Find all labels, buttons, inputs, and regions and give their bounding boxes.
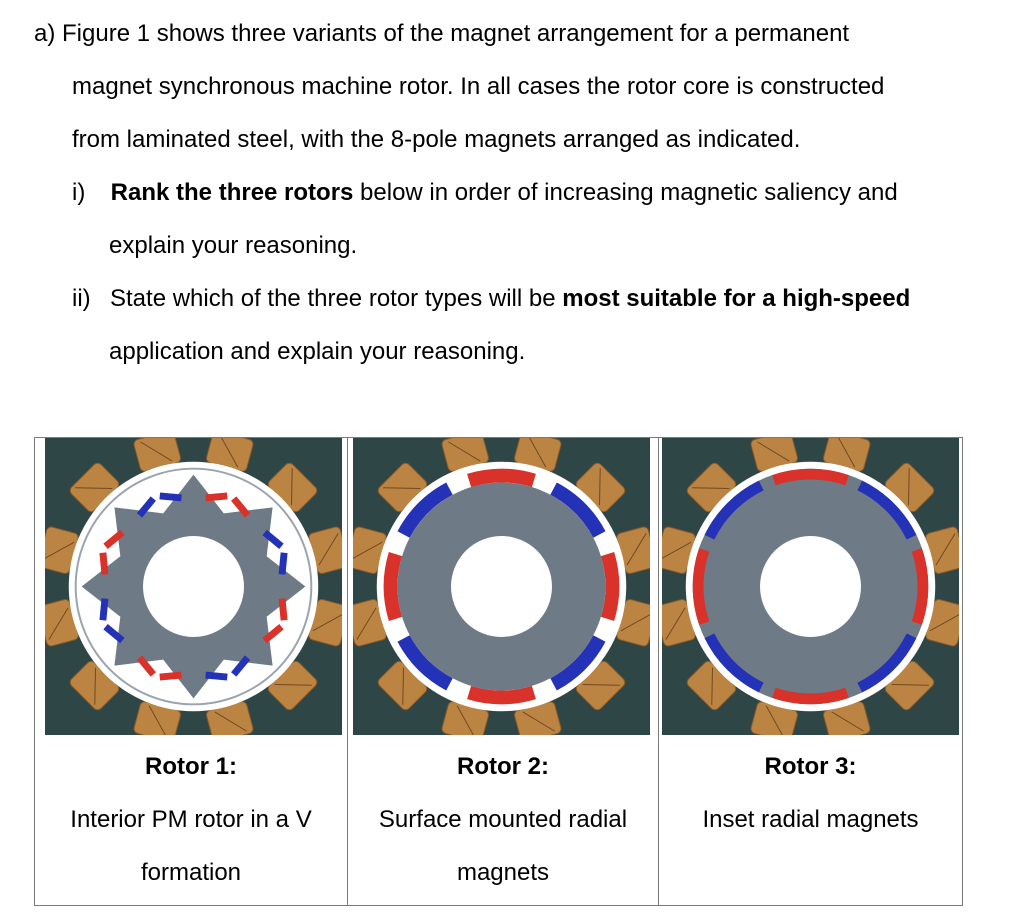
surface-magnet — [467, 468, 536, 488]
rotor-cell-2: Rotor 2: Surface mounted radial magnets — [347, 438, 658, 905]
item-ii-marker: ii) — [72, 285, 91, 312]
surface-magnet — [467, 685, 536, 705]
question-intro-line-3: from laminated steel, with the 8-pole ma… — [72, 126, 801, 153]
rotor-2-diagram — [353, 438, 650, 735]
shaft-bore — [451, 536, 552, 637]
v-magnet-pair — [205, 492, 251, 518]
surface-magnet — [550, 635, 606, 691]
v-magnet-pair — [262, 598, 288, 644]
inset-magnet — [772, 687, 849, 705]
item-i-bold: Rank the three rotors — [110, 179, 354, 206]
item-ii-bold: most suitable for a high-speed — [562, 285, 911, 312]
stator-winding — [353, 599, 387, 647]
inset-magnet — [704, 633, 764, 693]
shaft-bore — [760, 536, 861, 637]
v-magnet-pair — [99, 529, 125, 575]
question-item-i: i) Rank the three rotors below in order … — [72, 178, 898, 208]
question-intro-line-2: magnet synchronous machine rotor. In all… — [72, 73, 885, 100]
question-intro-line-1: a) Figure 1 shows three variants of the … — [34, 20, 850, 47]
rotor-1-desc-line-1: Interior PM rotor in a V — [70, 806, 312, 833]
rotor-2-title: Rotor 2: — [457, 753, 549, 780]
v-magnet-pair — [99, 598, 125, 644]
surface-magnet — [397, 635, 453, 691]
rotor-cell-1: Rotor 1: Interior PM rotor in a V format… — [35, 438, 347, 905]
item-i-line-2: explain your reasoning. — [109, 232, 358, 259]
rotor-1-desc-line-2: formation — [140, 859, 242, 886]
surface-magnet — [397, 482, 453, 538]
rotor-outline — [74, 467, 313, 706]
item-ii-pre: State which of the three rotor types wil… — [110, 285, 563, 312]
shaft-bore — [143, 536, 244, 637]
surface-magnet — [550, 482, 606, 538]
question-item-ii: ii) State which of the three rotor types… — [72, 284, 910, 314]
stator-winding — [750, 438, 798, 472]
v-magnet-pair — [205, 655, 251, 681]
item-ii-line-2: application and explain your reasoning. — [109, 338, 526, 365]
surface-magnet — [383, 552, 403, 621]
stator-winding — [925, 599, 959, 647]
stator-winding — [616, 599, 650, 647]
rotor-1-diagram — [45, 438, 342, 735]
item-i-marker: i) — [72, 179, 86, 206]
rotor-cell-3: Rotor 3: Inset radial magnets — [658, 438, 962, 905]
rotor-3-diagram — [662, 438, 959, 735]
rotor-2-desc-line-2: magnets — [456, 859, 550, 886]
item-i-rest: below in order of increasing magnetic sa… — [353, 179, 898, 206]
inset-magnet — [857, 633, 917, 693]
surface-magnet — [600, 552, 620, 621]
rotor-1-title: Rotor 1: — [145, 753, 237, 780]
rotor-3-title: Rotor 3: — [764, 753, 857, 780]
v-magnet-pair — [136, 492, 182, 518]
inset-magnet — [692, 548, 710, 625]
rotor-2-desc-line-1: Surface mounted radial — [378, 806, 628, 833]
v-magnet-pair — [136, 655, 182, 681]
inset-magnet — [704, 480, 764, 540]
figure-table: Rotor 1: Interior PM rotor in a V format… — [34, 437, 963, 906]
inset-magnet — [911, 548, 929, 625]
inset-magnet — [772, 468, 849, 486]
v-magnet-pair — [262, 529, 288, 575]
inset-magnet — [857, 480, 917, 540]
rotor-3-desc-line-1: Inset radial magnets — [702, 806, 919, 833]
